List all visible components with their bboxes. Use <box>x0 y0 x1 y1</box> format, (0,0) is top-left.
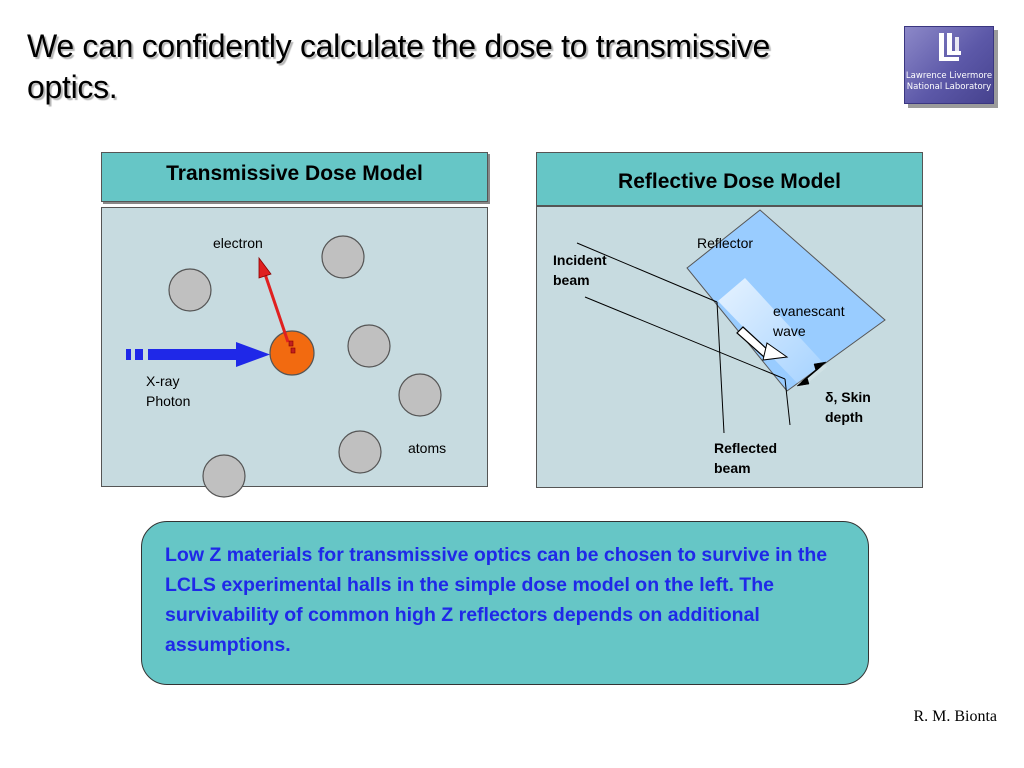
reflected-beam-line <box>784 378 791 426</box>
summary-callout: Low Z materials for transmissive optics … <box>141 521 869 685</box>
author-credit: R. M. Bionta <box>913 708 997 725</box>
reflector-block <box>686 209 886 392</box>
transmissive-model-header: Transmissive Dose Model <box>101 152 488 202</box>
photon-label-2: Photon <box>146 393 190 409</box>
transmissive-model-diagram: electron X-ray Photon atoms <box>101 207 488 498</box>
reflective-diagram-svg: Reflector Incident beam evanescant wave … <box>553 209 886 476</box>
electron-arrow <box>258 256 296 354</box>
reflected-label-2: beam <box>714 460 751 476</box>
electron-label: electron <box>213 235 263 251</box>
atom <box>398 373 442 417</box>
atoms-label: atoms <box>408 440 446 456</box>
logo-line2: National Laboratory <box>906 82 992 92</box>
reflective-model-title: Reflective Dose Model <box>618 170 841 193</box>
skin-depth-label-1: δ, Skin <box>825 389 871 405</box>
reflected-beam-line <box>716 301 725 434</box>
reflected-label-1: Reflected <box>714 440 777 456</box>
skin-depth-arrow <box>796 361 827 387</box>
incident-label-1: Incident <box>553 252 607 268</box>
transmissive-model-title: Transmissive Dose Model <box>166 162 423 185</box>
photon-label-1: X-ray <box>146 373 179 389</box>
atom <box>168 268 212 312</box>
xray-photon-arrow <box>126 342 270 367</box>
reflective-model-diagram: Reflector Incident beam evanescant wave … <box>536 206 923 488</box>
atom <box>321 235 365 279</box>
evanescent-label-1: evanescant <box>773 303 845 319</box>
slide-title: We can confidently calculate the dose to… <box>27 28 771 105</box>
summary-callout-text: Low Z materials for transmissive optics … <box>165 544 828 656</box>
llnl-emblem-icon <box>939 33 961 61</box>
transmissive-diagram-svg: electron X-ray Photon atoms <box>126 235 446 498</box>
evanescent-wave-arrow <box>736 326 789 361</box>
skin-depth-label-2: depth <box>825 409 863 425</box>
atom <box>347 324 391 368</box>
llnl-logo: Lawrence Livermore National Laboratory <box>904 26 994 104</box>
reflective-model-header: Reflective Dose Model <box>536 152 923 206</box>
incident-beam-line <box>584 296 786 380</box>
atom <box>202 454 246 498</box>
atom <box>338 430 382 474</box>
reflector-label: Reflector <box>697 235 753 251</box>
logo-line1: Lawrence Livermore <box>905 71 993 81</box>
incident-beam-line <box>576 242 718 303</box>
evanescent-region <box>718 278 827 388</box>
evanescent-label-2: wave <box>772 323 806 339</box>
incident-label-2: beam <box>553 272 590 288</box>
